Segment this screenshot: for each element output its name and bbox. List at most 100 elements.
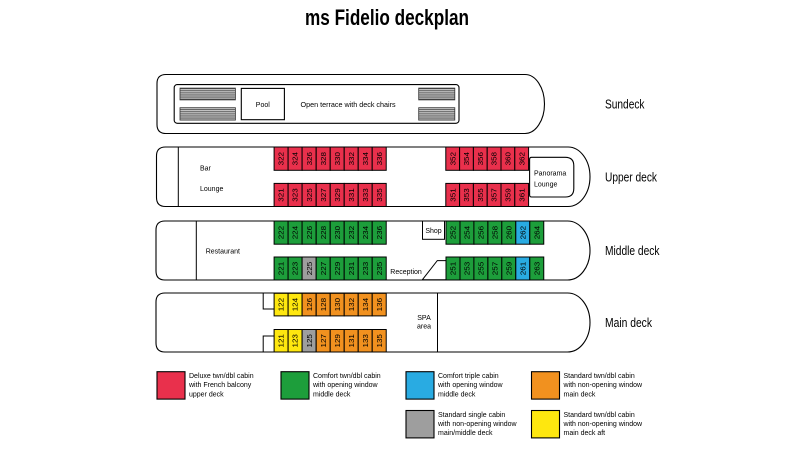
svg-text:Open terrace with deck chairs: Open terrace with deck chairs [301,100,396,109]
svg-text:358: 358 [490,152,499,165]
svg-text:328: 328 [319,152,328,165]
svg-text:123: 123 [291,334,300,347]
svg-text:322: 322 [277,152,286,165]
svg-text:127: 127 [319,334,328,347]
svg-text:Shop: Shop [425,228,441,235]
svg-text:Pool: Pool [256,102,270,109]
svg-text:129: 129 [333,334,342,347]
svg-text:Main deck: Main deck [605,316,653,330]
svg-text:222: 222 [277,226,286,239]
svg-text:356: 356 [476,152,485,165]
svg-text:Restaurant: Restaurant [206,248,240,255]
svg-text:224: 224 [291,226,300,239]
svg-text:231: 231 [347,262,356,275]
svg-text:258: 258 [491,226,500,239]
svg-text:327: 327 [319,188,328,201]
svg-text:321: 321 [277,188,286,201]
svg-text:333: 333 [361,188,370,201]
svg-text:with French balcony: with French balcony [188,382,252,389]
svg-text:329: 329 [333,188,342,201]
svg-text:334: 334 [361,152,370,165]
svg-text:360: 360 [504,152,513,165]
svg-text:with opening window: with opening window [437,382,504,389]
svg-text:255: 255 [477,262,486,275]
svg-text:357: 357 [490,188,499,201]
svg-text:Deluxe twn/dbl cabin: Deluxe twn/dbl cabin [189,373,254,380]
svg-text:Lounge: Lounge [534,182,557,189]
svg-text:353: 353 [462,188,471,201]
svg-text:131: 131 [347,334,356,347]
svg-text:257: 257 [491,262,500,275]
svg-text:ms Fidelio deckplan: ms Fidelio deckplan [305,5,469,30]
svg-text:124: 124 [291,298,300,311]
svg-text:236: 236 [375,226,384,239]
svg-text:125: 125 [305,334,314,347]
svg-text:324: 324 [291,152,300,165]
svg-text:251: 251 [449,262,458,275]
svg-text:262: 262 [518,226,527,239]
svg-text:122: 122 [277,298,286,311]
svg-text:232: 232 [347,226,356,239]
svg-text:Reception: Reception [390,269,422,276]
svg-text:351: 351 [448,188,457,201]
svg-text:Standard twn/dbl cabin: Standard twn/dbl cabin [564,373,635,380]
svg-text:Bar: Bar [200,165,212,172]
svg-text:331: 331 [347,188,356,201]
svg-text:234: 234 [361,226,370,239]
svg-text:228: 228 [319,226,328,239]
svg-text:235: 235 [375,262,384,275]
svg-text:359: 359 [504,188,513,201]
svg-text:259: 259 [504,262,513,275]
svg-text:225: 225 [305,262,314,275]
svg-text:Panorama: Panorama [534,170,566,177]
svg-text:Standard single cabin: Standard single cabin [438,412,505,419]
svg-text:233: 233 [361,262,370,275]
svg-text:Middle deck: Middle deck [605,244,660,258]
svg-text:128: 128 [319,298,328,311]
svg-text:254: 254 [463,226,472,239]
svg-text:132: 132 [347,298,356,311]
svg-text:130: 130 [333,298,342,311]
svg-text:middle deck: middle deck [438,391,476,398]
svg-text:263: 263 [532,262,541,275]
svg-text:with non-opening window: with non-opening window [563,382,644,389]
svg-text:with non-opening window: with non-opening window [437,421,518,428]
svg-text:136: 136 [375,298,384,311]
svg-text:133: 133 [361,334,370,347]
svg-text:352: 352 [448,152,457,165]
svg-text:area: area [417,324,431,331]
svg-text:135: 135 [375,334,384,347]
svg-text:SPA: SPA [417,315,431,322]
svg-text:Lounge: Lounge [200,186,223,193]
svg-text:with non-opening window: with non-opening window [563,421,644,428]
svg-text:229: 229 [333,262,342,275]
svg-text:Sundeck: Sundeck [605,98,645,112]
svg-text:355: 355 [476,188,485,201]
svg-text:330: 330 [333,152,342,165]
svg-text:upper deck: upper deck [189,391,224,398]
svg-text:221: 221 [277,262,286,275]
svg-text:264: 264 [532,226,541,239]
svg-text:261: 261 [518,262,527,275]
svg-text:Standard twn/dbl cabin: Standard twn/dbl cabin [564,412,635,419]
svg-text:227: 227 [319,262,328,275]
svg-text:362: 362 [517,152,526,165]
svg-text:Comfort twn/dbl cabin: Comfort twn/dbl cabin [313,373,381,380]
svg-text:with opening window: with opening window [312,382,379,389]
svg-text:Upper deck: Upper deck [605,170,658,184]
svg-text:main deck: main deck [564,391,596,398]
svg-text:332: 332 [347,152,356,165]
svg-text:226: 226 [305,226,314,239]
svg-text:middle deck: middle deck [313,391,351,398]
svg-text:Comfort triple cabin: Comfort triple cabin [438,373,499,380]
svg-text:253: 253 [463,262,472,275]
svg-text:335: 335 [375,188,384,201]
svg-text:223: 223 [291,262,300,275]
svg-text:230: 230 [333,226,342,239]
svg-text:325: 325 [305,188,314,201]
svg-text:main/middle deck: main/middle deck [438,430,493,437]
svg-text:main deck aft: main deck aft [564,430,606,437]
svg-text:126: 126 [305,298,314,311]
svg-text:260: 260 [504,226,513,239]
svg-text:252: 252 [449,226,458,239]
